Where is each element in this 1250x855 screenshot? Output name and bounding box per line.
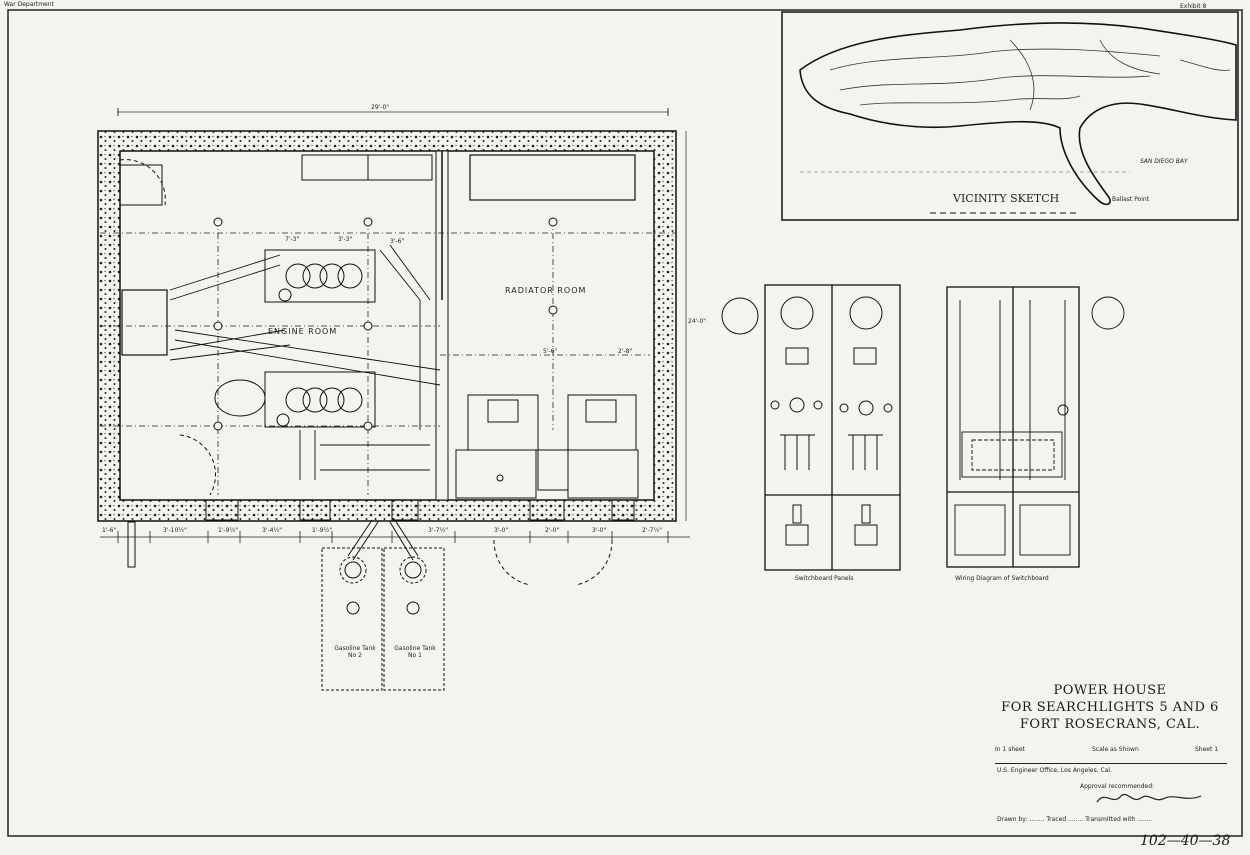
bay-label: SAN DIEGO BAY [1140,158,1188,165]
door-swings [119,159,613,586]
sheet-number: Sheet 1 [1195,746,1219,753]
vicinity-title: VICINITY SKETCH [953,192,1060,205]
overall-depth-dim: 24'-0" [688,318,707,325]
sheet-border [7,9,1243,837]
dim-inner-4: 2'-8" [618,348,633,355]
dim-bottom-4: 3'-4½" [262,527,283,534]
dim-bottom-3: 1'-9½" [218,527,239,534]
switchboard-caption: Switchboard Panels [795,575,854,582]
dim-bottom-2: 3'-10½" [163,527,187,534]
title-line-2: FOR SEARCHLIGHTS 5 AND 6 [1001,700,1219,715]
dim-inner-5: 5'-6" [543,348,558,355]
switchboard-panels [721,284,901,571]
approval-line: Approval recommended: [1080,783,1155,790]
locker [301,154,433,181]
scale-note: Scale as Shown [1092,746,1139,753]
concrete-walls [97,130,677,522]
sheet-count: In 1 sheet [995,746,1025,753]
tank-2-label: Gasoline Tank No 2 [334,645,376,659]
drafting-footer: Drawn by: ........ Traced ........ Trans… [997,816,1153,823]
overall-width-dim: 29'-0" [371,104,390,111]
gasoline-tanks [321,547,445,691]
exhibit-label: Exhibit 8 [1180,3,1207,10]
department-label: War Department [4,1,54,8]
radiators [455,394,639,499]
tank-1-label: Gasoline Tank No 1 [394,645,436,659]
dim-bottom-1: 1'-6" [102,527,117,534]
office-line: U.S. Engineer Office, Los Angeles, Cal. [997,767,1112,774]
dim-bottom-10: 2'-7½" [642,527,663,534]
floor-plan [97,108,690,691]
vicinity-sketch [781,11,1239,221]
dim-bottom-9: 3'-0" [592,527,607,534]
signature-icon [1096,794,1202,803]
title-line-1: POWER HOUSE [1053,683,1167,698]
engine-upper [264,249,376,303]
title-line-3: FORT ROSECRANS, CAL. [1019,717,1201,732]
dim-bottom-7: 3'-0" [494,527,509,534]
wiring-caption: Wiring Diagram of Switchboard [955,575,1049,582]
radiator-room-label: RADIATOR ROOM [505,286,587,295]
point-label: Ballast Point [1112,196,1150,203]
drawing-number: 102—40—38 [1140,833,1231,849]
title-rule [995,763,1227,764]
dim-bottom-8: 2'-0" [545,527,560,534]
dim-bottom-6: 3'-7½" [428,527,449,534]
dim-bottom-5: 1'-9½" [312,527,333,534]
engine-lower [214,371,376,428]
radiator-bench [469,154,636,201]
dim-inner-3: 3'-6" [390,238,405,245]
engine-room-label: ENGINE ROOM [268,327,338,336]
dim-inner-2: 3'-3" [338,236,353,243]
dim-inner-1: 7'-3" [285,236,300,243]
wiring-diagram [946,286,1125,568]
title-block: POWER HOUSE FOR SEARCHLIGHTS 5 AND 6 FOR… [990,682,1230,733]
